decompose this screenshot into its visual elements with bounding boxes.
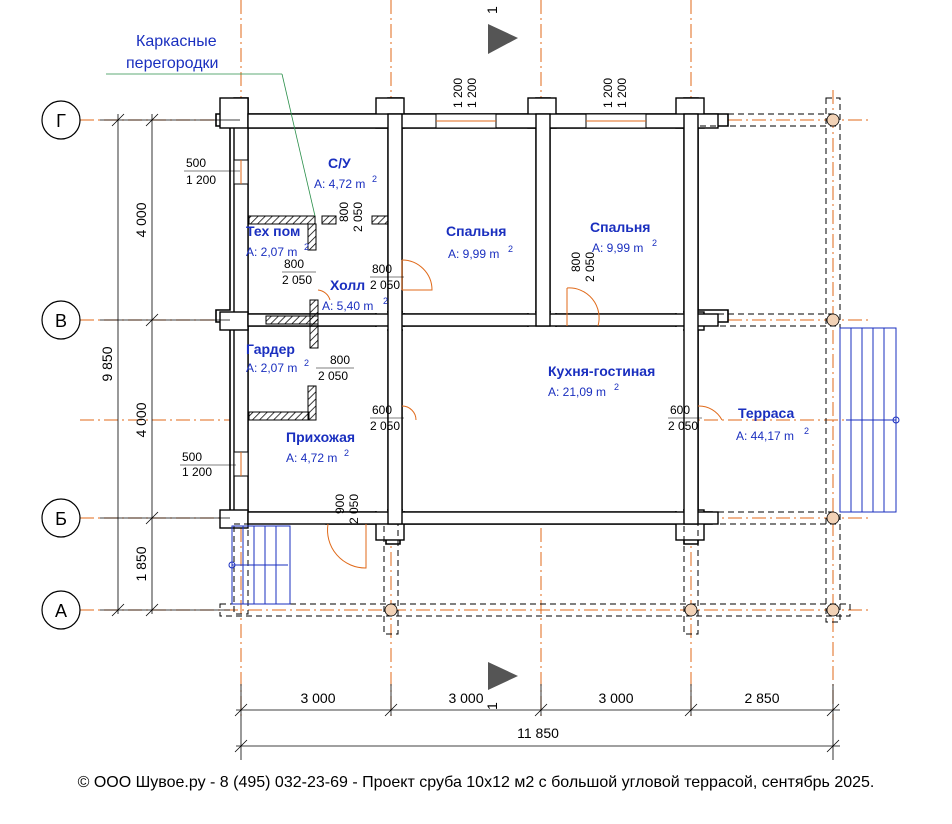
axis-bubble-g bbox=[41, 100, 81, 140]
note-leader bbox=[281, 73, 316, 217]
room-area-sp2: A: 9,99 m bbox=[592, 241, 643, 255]
room-area-tech: A: 2,07 m bbox=[246, 245, 297, 259]
room-name-garder: Гардер bbox=[246, 341, 295, 357]
room-name-kitchen: Кухня-гостиная bbox=[548, 363, 655, 379]
frame-partitions bbox=[248, 215, 389, 421]
window-top1-w: 1 200 bbox=[451, 78, 465, 108]
door-sp2-h: 2 050 bbox=[583, 252, 597, 282]
dim-bottom-total: 11 850 bbox=[517, 725, 559, 741]
window-top2-h: 1 200 bbox=[615, 78, 629, 108]
svg-text:2: 2 bbox=[508, 244, 513, 254]
door-garder-w: 800 bbox=[330, 353, 350, 367]
copyright-footer: © ООО Шувое.ру - 8 (495) 032-23-69 - Про… bbox=[77, 774, 875, 791]
room-name-prih: Прихожая bbox=[286, 429, 355, 445]
opening-labels: 500 1 200 500 1 200 1 200 1 200 1 200 1 … bbox=[180, 78, 702, 524]
door-sp2-w: 800 bbox=[569, 252, 583, 272]
door-tech-h: 2 050 bbox=[282, 273, 312, 287]
room-area-su: A: 4,72 m bbox=[314, 177, 365, 191]
door-ter-h: 2 050 bbox=[668, 419, 698, 433]
axis-bubbles: Г В Б А bbox=[41, 100, 81, 630]
dim-bottom-2: 3 000 bbox=[448, 690, 483, 706]
window-left-top-w: 500 bbox=[186, 156, 206, 170]
door-su-w: 800 bbox=[337, 202, 351, 222]
section-mark-top bbox=[488, 24, 518, 54]
dim-left-bot: 1 850 bbox=[133, 546, 149, 581]
door-su-h: 2 050 bbox=[351, 202, 365, 232]
door-ter-w: 600 bbox=[670, 403, 690, 417]
dim-bottom-4: 2 850 bbox=[744, 690, 779, 706]
room-name-hall: Холл bbox=[330, 277, 365, 293]
axis-bubble-a bbox=[41, 590, 81, 630]
room-labels: С/У A: 4,72 m Тех пом A: 2,07 m Холл A: … bbox=[246, 155, 794, 465]
doors bbox=[317, 259, 723, 569]
svg-text:2: 2 bbox=[344, 448, 349, 458]
svg-text:2: 2 bbox=[372, 174, 377, 184]
room-area-terrace: A: 44,17 m bbox=[736, 429, 794, 443]
axis-bubble-v bbox=[41, 300, 81, 340]
dim-bottom-3: 3 000 bbox=[598, 690, 633, 706]
svg-text:2: 2 bbox=[652, 238, 657, 248]
svg-text:2: 2 bbox=[614, 382, 619, 392]
window-top2-w: 1 200 bbox=[601, 78, 615, 108]
axis-label-b: Б bbox=[55, 509, 67, 529]
area-superscripts: 2 2 2 2 2 2 2 2 2 bbox=[304, 174, 809, 458]
axis-bubble-b bbox=[41, 498, 81, 538]
note-line2: перегородки bbox=[126, 55, 218, 72]
room-name-sp2: Спальня bbox=[590, 219, 650, 235]
section-label-bottom: 1 bbox=[484, 702, 500, 710]
window-top1-h: 1 200 bbox=[465, 78, 479, 108]
door-kit-w: 600 bbox=[372, 403, 392, 417]
svg-text:2: 2 bbox=[383, 296, 388, 306]
svg-text:2: 2 bbox=[304, 242, 309, 252]
door-sp1-w: 800 bbox=[372, 262, 392, 276]
dim-bottom-1: 3 000 bbox=[300, 690, 335, 706]
left-dimensions: 4 000 4 000 1 850 9 850 bbox=[99, 113, 240, 617]
terrace bbox=[219, 97, 900, 635]
room-area-garder: A: 2,07 m bbox=[246, 361, 297, 375]
bottom-dimensions: 3 000 3 000 3 000 2 850 11 850 bbox=[234, 684, 840, 760]
dim-left-top: 4 000 bbox=[133, 202, 149, 237]
axis-label-g: Г bbox=[56, 111, 66, 131]
room-area-kitchen: A: 21,09 m bbox=[548, 385, 606, 399]
door-sp1-h: 2 050 bbox=[370, 278, 400, 292]
section-mark-bottom bbox=[488, 662, 518, 690]
door-kit-h: 2 050 bbox=[370, 419, 400, 433]
door-entr-h: 2 050 bbox=[347, 494, 361, 524]
dim-left-total: 9 850 bbox=[99, 346, 115, 381]
section-label-top: 1 bbox=[484, 6, 500, 14]
svg-text:2: 2 bbox=[804, 426, 809, 436]
window-left-bot-h: 1 200 bbox=[182, 465, 212, 479]
axis-label-v: В bbox=[55, 311, 67, 331]
room-area-hall: A: 5,40 m bbox=[322, 299, 373, 313]
svg-text:2: 2 bbox=[304, 358, 309, 368]
door-tech-w: 800 bbox=[284, 257, 304, 271]
room-name-terrace: Терраса bbox=[738, 405, 794, 421]
room-area-prih: A: 4,72 m bbox=[286, 451, 337, 465]
room-name-su: С/У bbox=[328, 155, 351, 171]
note-line1: Каркасные bbox=[136, 33, 217, 50]
window-left-top-h: 1 200 bbox=[186, 173, 216, 187]
room-name-sp1: Спальня bbox=[446, 223, 506, 239]
door-entr-w: 900 bbox=[333, 494, 347, 514]
door-garder-h: 2 050 bbox=[318, 369, 348, 383]
axis-label-a: А bbox=[55, 601, 67, 621]
room-name-tech: Тех пом bbox=[246, 223, 300, 239]
window-left-bot-w: 500 bbox=[182, 450, 202, 464]
room-area-sp1: A: 9,99 m bbox=[448, 247, 499, 261]
dim-left-mid: 4 000 bbox=[133, 402, 149, 437]
